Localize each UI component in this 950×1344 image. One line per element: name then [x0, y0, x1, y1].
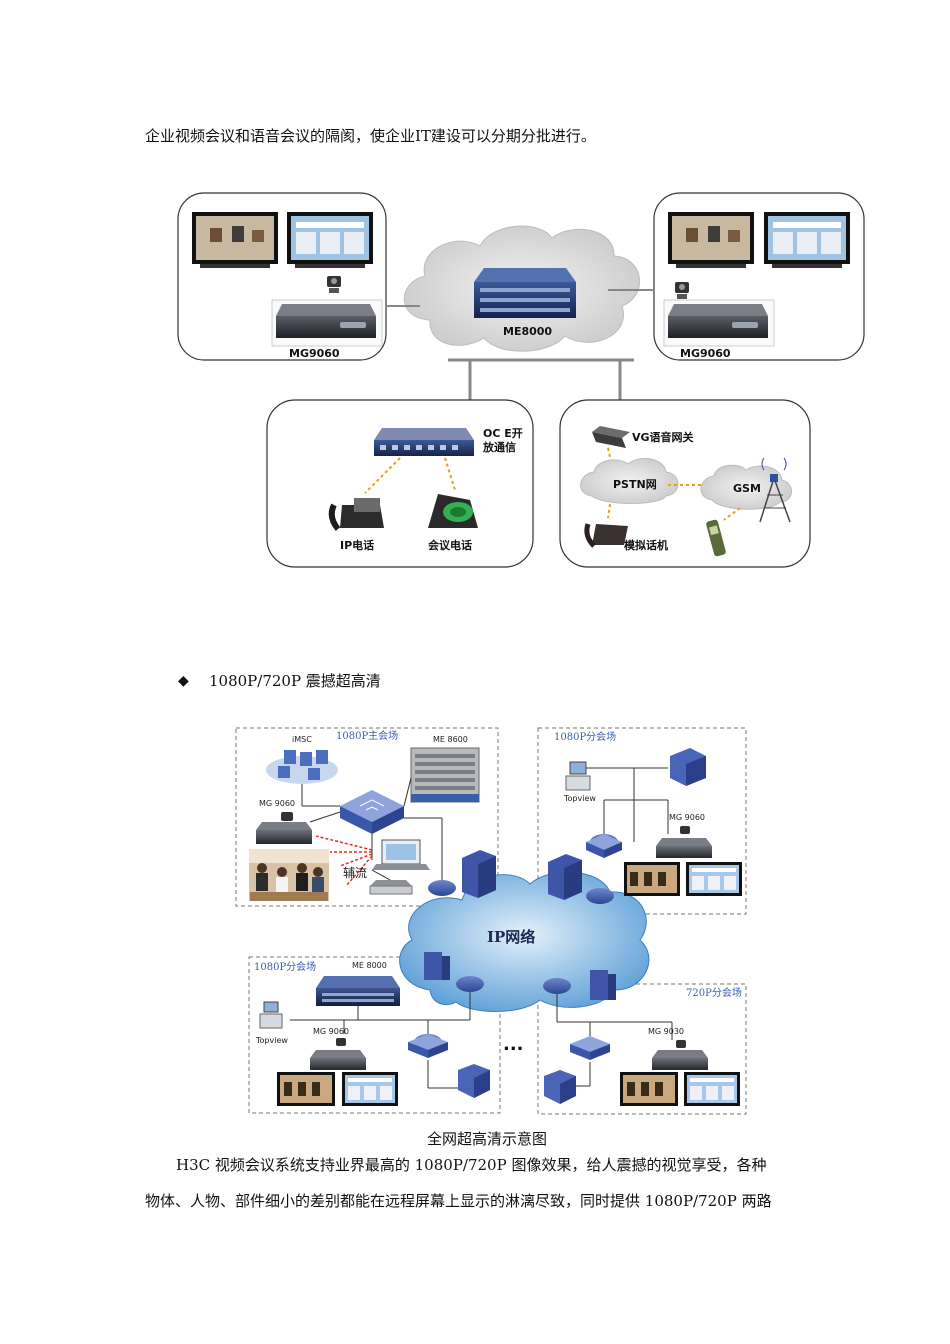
br-server-icon — [544, 1070, 576, 1104]
paragraph-line-1: H3C 视频会议系统支持业界最高的 1080P/720P 图像效果，给人震撼的视… — [176, 1156, 767, 1174]
oce-mcu-device — [374, 428, 474, 456]
bl-server-icon — [458, 1064, 490, 1098]
left-mg9060-label: MG9060 — [289, 347, 340, 360]
mobile-phone-icon — [706, 519, 726, 557]
me8600-label: ME 8600 — [433, 735, 468, 744]
br-site-frame — [537, 983, 747, 1115]
ip-phone-label: IP电话 — [340, 538, 374, 552]
bl-site-label: 1080P分会场 — [254, 960, 316, 973]
pstn-label: PSTN网 — [613, 478, 657, 491]
bl-me8000-label: ME 8000 — [352, 961, 387, 970]
ellipsis-label: ... — [503, 1034, 524, 1055]
br-switch-icon — [570, 1036, 610, 1060]
dual-stream-arrows — [315, 835, 373, 887]
laptop-icon — [372, 839, 430, 870]
br-screens — [620, 1072, 740, 1106]
tr-topview-label: Topview — [563, 794, 596, 803]
paragraph-line-2: 物体、人物、部件细小的差别都能在远程屏幕上显示的淋漓尽致，同时提供 1080P/… — [145, 1192, 772, 1210]
conference-phone-label: 会议电话 — [428, 538, 472, 552]
left-screen-1 — [192, 212, 278, 268]
figure-caption: 全网超高清示意图 — [427, 1130, 548, 1148]
right-camera-icon — [675, 282, 689, 299]
left-camera-icon — [327, 276, 341, 293]
network-diagram-1: MG9060 MG9060 ME8000 — [177, 192, 865, 568]
bl-me8000-device — [316, 976, 400, 1006]
tr-server-icon — [670, 748, 706, 786]
building-icon-mid-left — [424, 952, 450, 980]
gsm-tower-icon — [759, 457, 791, 523]
bottom-left-site-frame — [266, 399, 534, 568]
bl-screens — [277, 1072, 398, 1106]
bl-switch-icon — [408, 1034, 448, 1058]
vg-label: VG语音网关 — [632, 430, 694, 444]
me8000-device — [474, 268, 576, 318]
gsm-label: GSM — [733, 482, 761, 495]
intro-text: 企业视频会议和语音会议的隔阂，使企业IT建设可以分期分批进行。 — [145, 127, 596, 145]
bl-topview-label: Topview — [255, 1036, 288, 1045]
tr-screens — [624, 862, 742, 896]
building-icon-mid-right — [590, 970, 616, 1000]
tr-switch-icon — [586, 834, 622, 858]
me8000-label: ME8000 — [503, 325, 552, 338]
br-mg9030-device — [652, 1040, 708, 1070]
right-mg9060-device — [663, 299, 775, 347]
buliu-label: 辅流 — [343, 866, 367, 880]
left-screen-2 — [287, 212, 373, 268]
analog-phone-icon — [584, 523, 628, 548]
bl-site-frame — [248, 956, 501, 1114]
left-mg9060-device — [271, 299, 383, 347]
main-switch-icon — [340, 790, 404, 834]
ip-network-cloud — [399, 871, 650, 1012]
oce-label-2: 放通信 — [482, 440, 516, 454]
tr-site-label: 1080P分会场 — [554, 730, 616, 743]
tr-mg9060-label: MG 9060 — [669, 813, 705, 822]
br-mg9030-label: MG 9030 — [648, 1027, 684, 1036]
tr-topview-camera — [565, 761, 591, 791]
bl-topview-camera — [259, 1001, 283, 1029]
building-icon-top-right — [548, 854, 582, 900]
imsc-label: iMSC — [292, 735, 312, 744]
dvd-player-icon — [369, 880, 413, 895]
gsm-cloud — [700, 464, 792, 510]
bl-mg9060-label: MG 9060 — [313, 1027, 349, 1036]
building-icon-top-mid — [462, 850, 496, 898]
imsc-server-group — [266, 750, 338, 784]
mg9060-main-device — [256, 812, 312, 844]
br-site-label: 720P分会场 — [686, 986, 742, 999]
right-mg9060-label: MG9060 — [680, 347, 731, 360]
right-screen-2 — [764, 212, 850, 268]
analog-phone-label: 模拟话机 — [624, 538, 668, 552]
oce-label-1: OC E开 — [483, 427, 523, 440]
me8600-chassis — [410, 747, 480, 803]
bl-mg9060-device — [310, 1038, 366, 1070]
ip-network-label: IP网络 — [487, 928, 535, 946]
ip-phone-icon — [328, 498, 384, 531]
conference-phone-icon — [428, 494, 478, 528]
network-diagram-2: IP网络 1080P主会场 iMSC ME 8600 — [235, 727, 747, 1115]
pstn-cloud — [580, 457, 679, 504]
main-site-frame — [235, 727, 499, 907]
mg9060-main-label: MG 9060 — [259, 799, 295, 808]
tr-mg9060-device — [656, 826, 712, 858]
right-screen-1 — [668, 212, 754, 268]
main-site-label: 1080P主会场 — [336, 729, 398, 742]
bullet-heading: 1080P/720P 震撼超高清 — [209, 672, 381, 690]
main-meeting-photo — [249, 849, 329, 901]
bullet-symbol: ◆ — [178, 673, 189, 689]
vg-gateway-device — [592, 426, 630, 448]
